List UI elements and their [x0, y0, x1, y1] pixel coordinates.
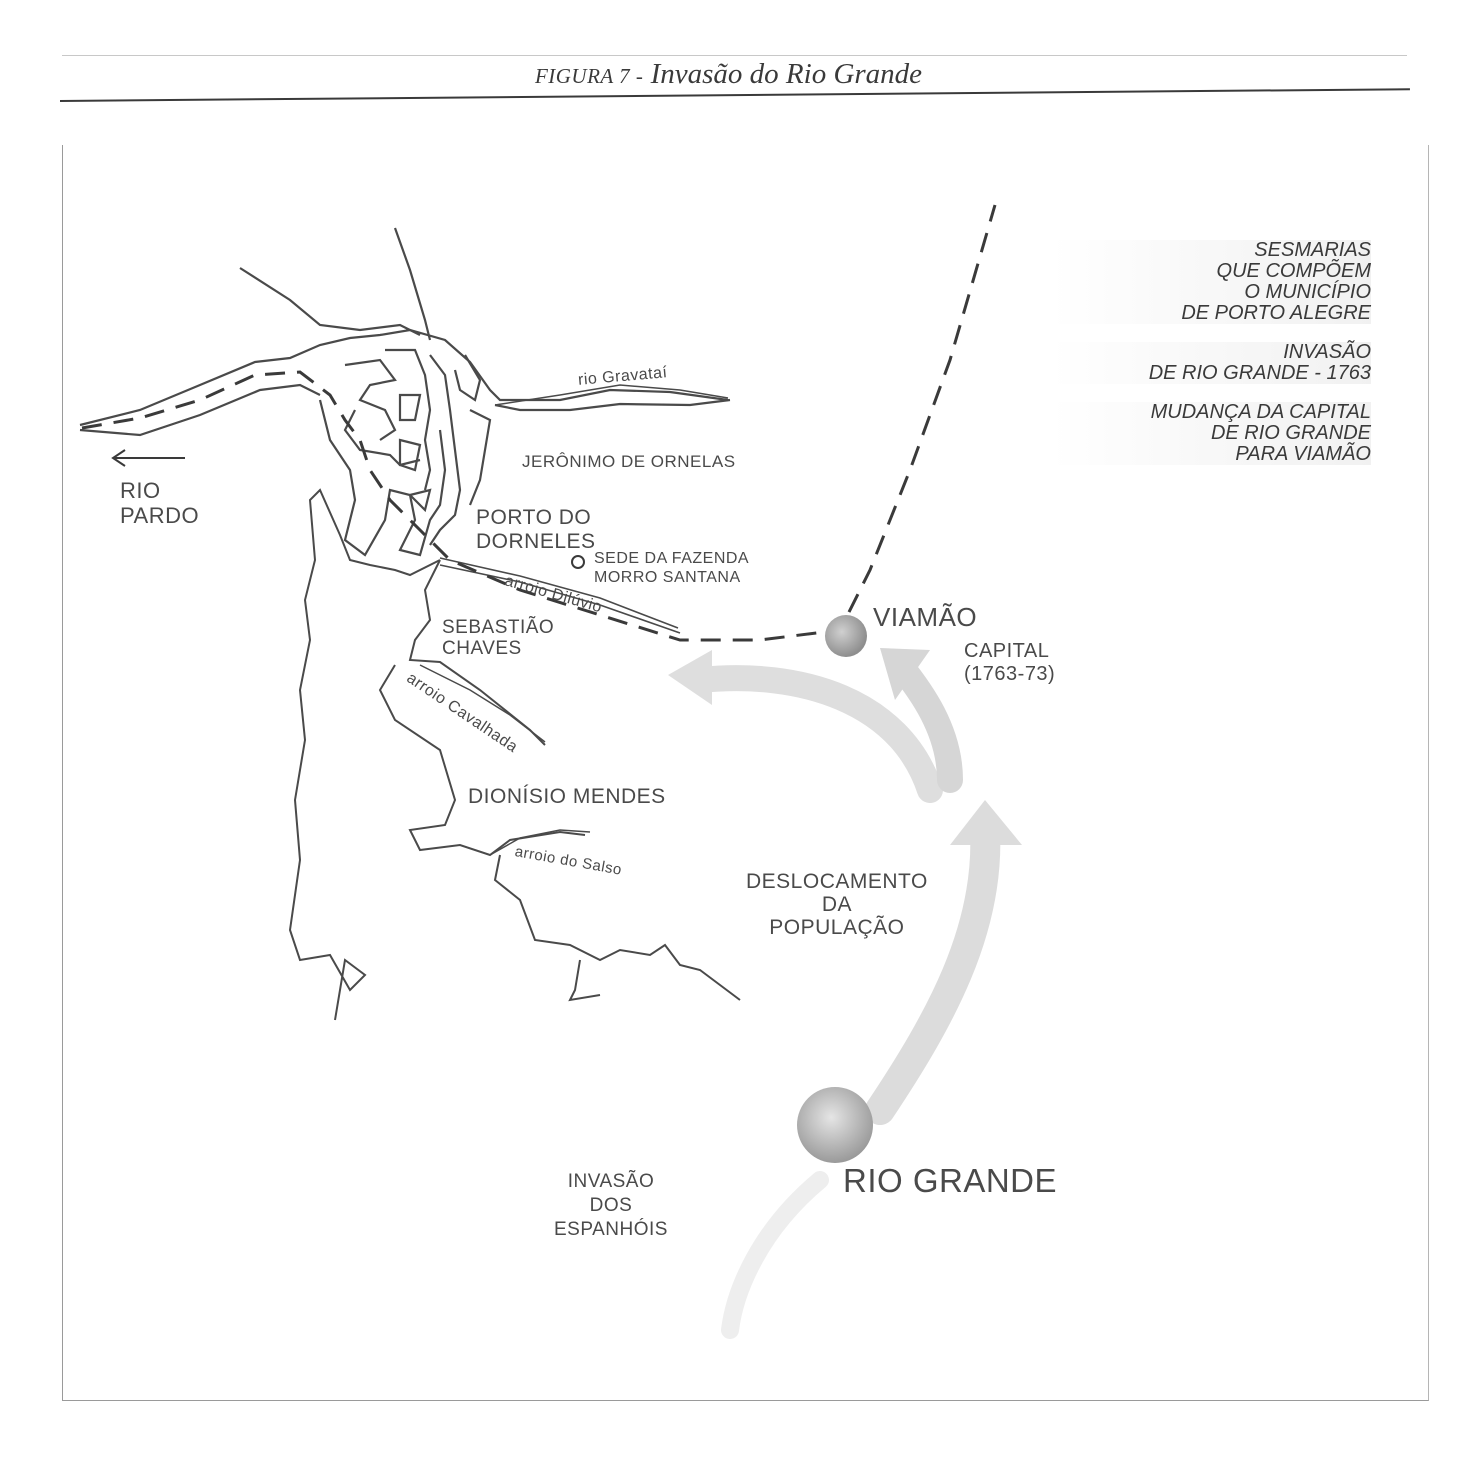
legend-item-sesmarias-line-4: DE PORTO ALEGRE	[1181, 302, 1371, 324]
jeronimo-label: JERÔNIMO DE ORNELAS	[522, 452, 736, 471]
displacement-arc-arrow	[865, 815, 1001, 1125]
sede-fazenda-label: SEDE DA FAZENDA MORRO SANTANA	[594, 549, 749, 587]
displacement-arrows	[668, 648, 1022, 1339]
rio-grande-dot	[797, 1087, 873, 1163]
invasion-arrowhead	[668, 650, 712, 705]
arroio-salso-line	[489, 829, 591, 856]
porto-dorneles-line-2: DORNELES	[476, 530, 596, 553]
porto-dorneles-label: PORTO DO DORNELES	[476, 506, 596, 554]
map-legend: SESMARIAS QUE COMPÕEM O MUNICÍPIO DE POR…	[1051, 240, 1371, 483]
figure-number: FIGURA 7 -	[534, 64, 644, 88]
deslocamento-label: DESLOCAMENTO DA POPULAÇÃO	[746, 870, 928, 939]
header-top-rule	[62, 55, 1407, 56]
deslocamento-line-2: DA	[821, 893, 852, 916]
legend-item-mudanca-line-2: DE RIO GRANDE	[1210, 422, 1371, 444]
sede-fazenda-line-1: SEDE DA FAZENDA	[594, 550, 750, 567]
deslocamento-line-3: POPULAÇÃO	[769, 916, 905, 939]
map-frame	[62, 145, 1429, 1401]
legend-item-mudanca-line-3: PARA VIAMÃO	[1235, 443, 1371, 465]
viamao-label: VIAMÃO	[873, 602, 978, 632]
sede-fazenda-line-2: MORRO SANTANA	[594, 569, 741, 586]
legend-item-sesmarias-line-1: SESMARIAS	[1254, 239, 1371, 261]
rio-grande-label: RIO GRANDE	[843, 1162, 1058, 1199]
figure-title: FIGURA 7 - Invasão do Rio Grande	[0, 58, 1457, 91]
capital-arrowhead	[880, 648, 930, 700]
invasion-route-dashed	[81, 204, 997, 642]
sebastiao-line-2: CHAVES	[442, 638, 522, 659]
porto-dorneles-line-1: PORTO DO	[476, 506, 592, 529]
legend-item-invasao: INVASÃO DE RIO GRANDE - 1763	[1051, 342, 1371, 384]
legend-item-invasao-line-1: INVASÃO	[1283, 341, 1371, 363]
invasao-line-1: INVASÃO	[567, 1171, 655, 1192]
arroio-cavalhada-line	[419, 664, 546, 743]
capital-line-1: CAPITAL	[964, 640, 1050, 662]
deslocamento-line-1: DESLOCAMENTO	[746, 870, 928, 893]
legend-item-sesmarias: SESMARIAS QUE COMPÕEM O MUNICÍPIO DE POR…	[1051, 240, 1371, 324]
legend-item-sesmarias-line-3: O MUNICÍPIO	[1244, 281, 1371, 303]
rio-pardo-line-1: RIO	[120, 478, 161, 503]
invasao-espanhois-label: INVASÃO DOS ESPANHÓIS	[554, 1170, 668, 1242]
dionisio-label: DIONÍSIO MENDES	[468, 785, 666, 808]
invasao-line-2: DOS	[589, 1195, 633, 1216]
legend-item-invasao-line-2: DE RIO GRANDE - 1763	[1148, 362, 1371, 384]
sede-fazenda-marker	[571, 555, 585, 569]
figure-title-text: Invasão do Rio Grande	[650, 58, 923, 90]
rio-pardo-line-2: PARDO	[120, 503, 200, 528]
rio-pardo-label: RIO PARDO	[120, 478, 199, 528]
legend-item-sesmarias-line-2: QUE COMPÕEM	[1216, 260, 1371, 282]
arroio-diluvio-line	[439, 557, 681, 634]
capital-label: CAPITAL (1763-73)	[964, 640, 1055, 686]
sebastiao-label: SEBASTIÃO CHAVES	[442, 617, 554, 659]
spanish-invasion-trail	[721, 1171, 829, 1339]
viamao-dot	[825, 615, 867, 657]
capital-line-2: (1763-73)	[964, 663, 1056, 685]
legend-item-mudanca-line-1: MUDANÇA DA CAPITAL	[1150, 401, 1371, 423]
invasion-arc-arrow	[687, 665, 943, 803]
legend-item-mudanca-capital: MUDANÇA DA CAPITAL DE RIO GRANDE PARA VI…	[1051, 402, 1371, 465]
displacement-arrowhead	[950, 800, 1022, 845]
rio-pardo-arrow	[111, 449, 185, 467]
invasao-line-3: ESPANHÓIS	[554, 1219, 668, 1240]
rio-gravatai-line	[494, 384, 729, 406]
delta-islands	[79, 227, 731, 557]
sebastiao-line-1: SEBASTIÃO	[442, 617, 555, 638]
